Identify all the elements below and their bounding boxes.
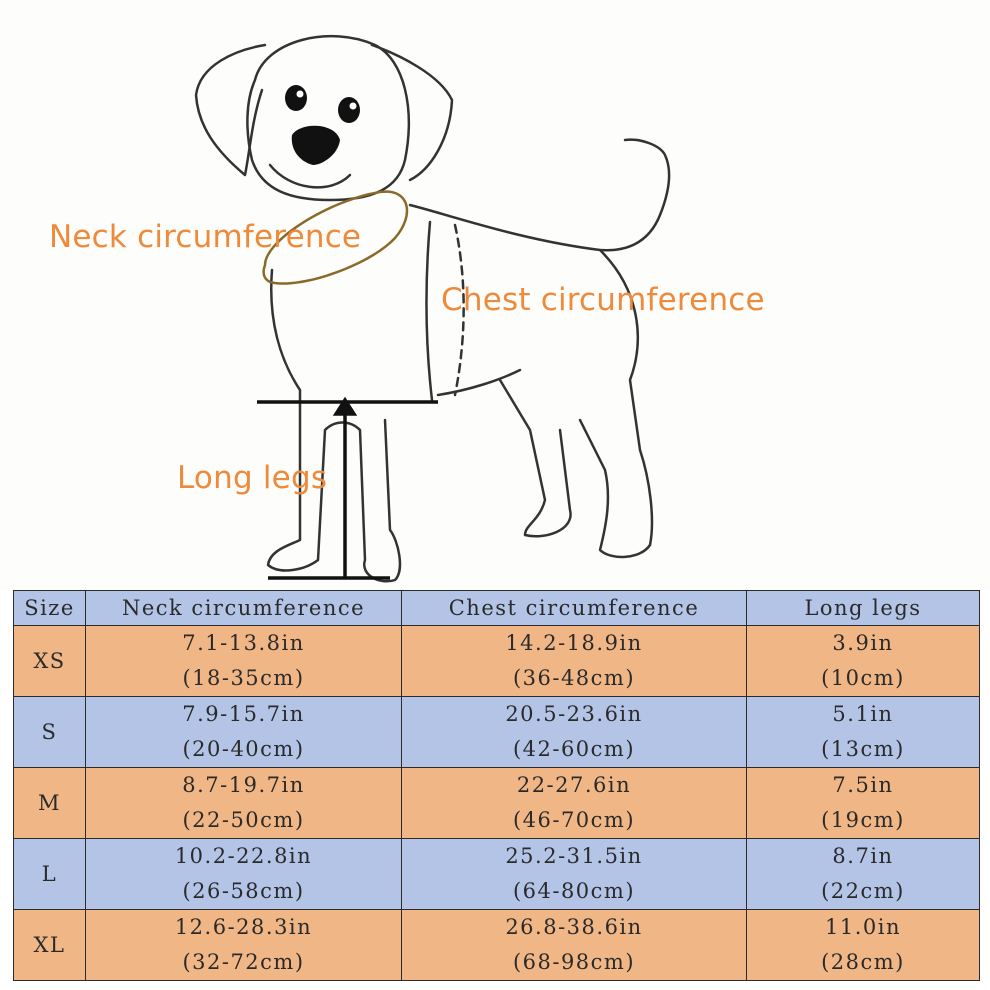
- leg-arrow-head: [332, 396, 358, 416]
- table-header-row: Size Neck circumference Chest circumfere…: [13, 590, 980, 626]
- size-cell: S: [13, 696, 86, 768]
- dog-right-ear: [370, 43, 454, 182]
- chest-cell: 26.8-38.6in (68-98cm): [401, 909, 747, 981]
- chest-centimeters: (64-80cm): [512, 879, 636, 903]
- chest-centimeters: (46-70cm): [512, 808, 636, 832]
- chest-circumference-label: Chest circumference: [441, 282, 765, 318]
- legs-centimeters: (22cm): [821, 879, 905, 903]
- neck-inches: 7.1-13.8in: [182, 631, 305, 655]
- legs-centimeters: (28cm): [821, 950, 905, 974]
- neck-inches: 12.6-28.3in: [174, 915, 313, 939]
- size-cell: XS: [13, 625, 86, 697]
- legs-inches: 3.9in: [832, 631, 894, 655]
- neck-centimeters: (20-40cm): [182, 737, 305, 761]
- legs-centimeters: (10cm): [821, 666, 905, 690]
- dog-belly: [436, 368, 522, 397]
- size-cell: L: [13, 838, 86, 910]
- neck-cell: 7.1-13.8in (18-35cm): [85, 625, 402, 697]
- size-value: XS: [33, 648, 66, 673]
- chest-inches: 26.8-38.6in: [505, 915, 643, 939]
- size-cell: XL: [13, 909, 86, 981]
- dog-right-eye-glint: [349, 102, 357, 110]
- legs-centimeters: (13cm): [821, 737, 905, 761]
- legs-inches: 7.5in: [832, 773, 894, 797]
- chest-inches: 20.5-23.6in: [505, 702, 643, 726]
- dog-hind-leg-right: [578, 248, 654, 559]
- size-value: XL: [33, 932, 66, 957]
- header-size: Size: [13, 590, 86, 626]
- table-row: L 10.2-22.8in (26-58cm) 25.2-31.5in (64-80cm…: [13, 838, 980, 910]
- table-body: XS 7.1-13.8in (18-35cm) 14.2-18.9in (36-48cm…: [13, 625, 980, 981]
- dog-mouth: [268, 163, 352, 189]
- table-row: S 7.9-15.7in (20-40cm) 20.5-23.6in (42-60cm)…: [13, 696, 980, 768]
- chest-inches: 25.2-31.5in: [505, 844, 643, 868]
- chest-inches: 22-27.6in: [516, 773, 632, 797]
- legs-cell: 8.7in (22cm): [746, 838, 980, 910]
- size-value: L: [41, 861, 58, 886]
- legs-inches: 5.1in: [832, 702, 894, 726]
- neck-cell: 12.6-28.3in (32-72cm): [85, 909, 402, 981]
- neck-centimeters: (22-50cm): [182, 808, 305, 832]
- neck-band: [262, 190, 409, 285]
- neck-inches: 10.2-22.8in: [174, 844, 313, 868]
- legs-centimeters: (19cm): [821, 808, 905, 832]
- legs-cell: 11.0in (28cm): [746, 909, 980, 981]
- dog-left-eye-glint: [296, 90, 304, 98]
- dog-front-body: [266, 268, 402, 583]
- neck-inches: 7.9-15.7in: [182, 702, 305, 726]
- chest-cell: 25.2-31.5in (64-80cm): [401, 838, 747, 910]
- dog-left-eye: [285, 85, 307, 111]
- header-neck: Neck circumference: [85, 590, 402, 626]
- neck-centimeters: (18-35cm): [182, 666, 305, 690]
- chest-centimeters: (68-98cm): [512, 950, 636, 974]
- legs-cell: 5.1in (13cm): [746, 696, 980, 768]
- dog-right-eye: [338, 97, 360, 123]
- table-row: XL 12.6-28.3in (32-72cm) 26.8-38.6in (68-98c…: [13, 909, 980, 981]
- dog-drawing: [194, 34, 671, 583]
- neck-cell: 7.9-15.7in (20-40cm): [85, 696, 402, 768]
- chest-band: [453, 223, 465, 397]
- chest-centimeters: (36-48cm): [512, 666, 636, 690]
- chest-centimeters: (42-60cm): [512, 737, 636, 761]
- table-row: XS 7.1-13.8in (18-35cm) 14.2-18.9in (36-48cm…: [13, 625, 980, 697]
- chest-cell: 22-27.6in (46-70cm): [401, 767, 747, 839]
- chest-inches: 14.2-18.9in: [505, 631, 643, 655]
- chest-band-edge: [425, 220, 434, 402]
- chest-cell: 20.5-23.6in (42-60cm): [401, 696, 747, 768]
- size-chart-table: Size Neck circumference Chest circumfere…: [13, 590, 980, 981]
- neck-cell: 8.7-19.7in (22-50cm): [85, 767, 402, 839]
- size-cell: M: [13, 767, 86, 839]
- long-legs-label: Long legs: [177, 460, 328, 496]
- legs-inches: 11.0in: [825, 915, 901, 939]
- legs-cell: 7.5in (19cm): [746, 767, 980, 839]
- header-chest: Chest circumference: [401, 590, 747, 626]
- size-value: M: [37, 790, 61, 815]
- dog-left-ear: [194, 43, 267, 177]
- dog-illustration: Neck circumference Chest circumference L…: [49, 34, 765, 583]
- size-value: S: [41, 719, 58, 744]
- dog-head: [246, 34, 410, 202]
- dog-nose: [291, 125, 340, 165]
- neck-inches: 8.7-19.7in: [182, 773, 305, 797]
- neck-centimeters: (26-58cm): [182, 879, 305, 903]
- chest-cell: 14.2-18.9in (36-48cm): [401, 625, 747, 697]
- table-row: M 8.7-19.7in (22-50cm) 22-27.6in (46-70cm) 7.…: [13, 767, 980, 839]
- legs-inches: 8.7in: [832, 844, 894, 868]
- header-legs: Long legs: [746, 590, 980, 626]
- dog-hind-leg-left: [498, 378, 572, 538]
- legs-cell: 3.9in (10cm): [746, 625, 980, 697]
- neck-centimeters: (32-72cm): [182, 950, 305, 974]
- dog-back-tail: [408, 138, 671, 252]
- neck-cell: 10.2-22.8in (26-58cm): [85, 838, 402, 910]
- neck-circumference-label: Neck circumference: [49, 219, 362, 255]
